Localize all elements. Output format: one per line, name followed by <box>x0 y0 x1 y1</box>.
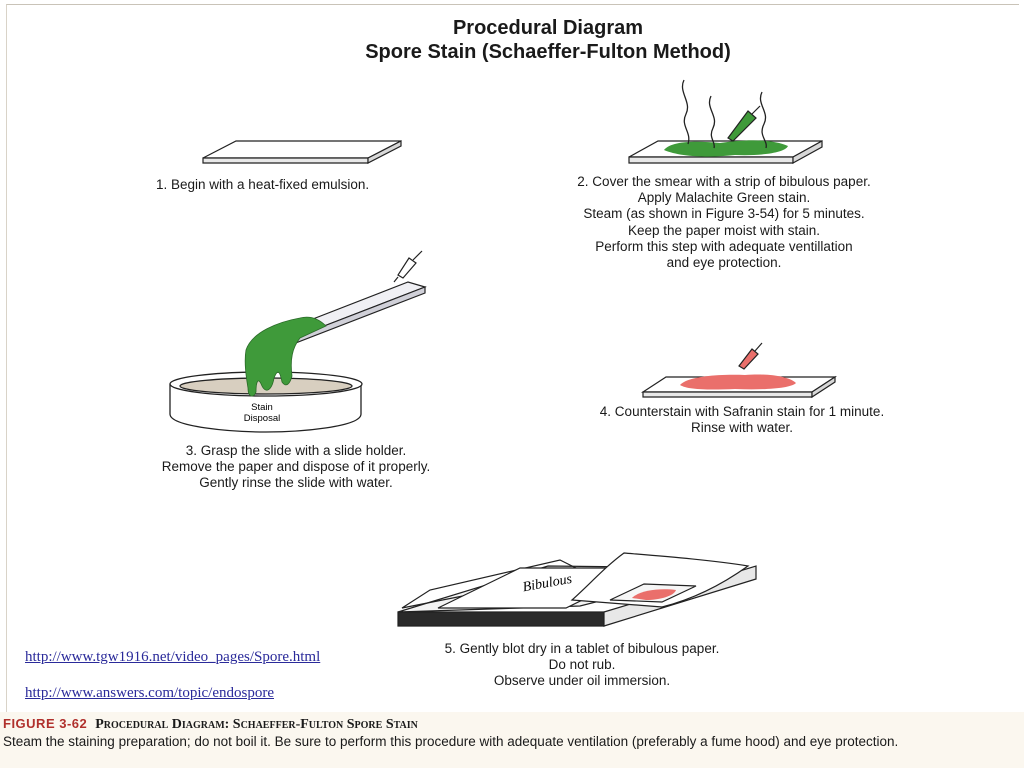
step1-caption: 1. Begin with a heat-fixed emulsion. <box>156 177 370 192</box>
safranin-stain <box>680 374 796 390</box>
steam-lines <box>681 79 767 149</box>
step2-slide <box>628 79 823 165</box>
safranin-dropper-icon <box>738 342 763 370</box>
spore-video-link[interactable]: http://www.tgw1916.net/video_pages/Spore… <box>25 649 321 665</box>
figure-number: FIGURE 3-62 <box>3 716 88 731</box>
step3-rinse <box>169 250 427 433</box>
page-frame <box>6 4 1019 713</box>
step4-slide <box>640 342 838 399</box>
figure-label: FIGURE 3-62 Procedural Diagram: Schaeffer… <box>3 716 418 733</box>
disposal-label-2: Disposal <box>244 413 280 424</box>
step3-caption: 3. Grasp the slide with a slide holder.R… <box>161 443 431 491</box>
bibulous-tablet <box>397 552 757 627</box>
rinse-dropper-icon <box>393 250 423 283</box>
disposal-label-1: Stain <box>251 402 273 413</box>
endospore-reference-link[interactable]: http://www.answers.com/topic/endospore <box>25 685 274 701</box>
figure-caption-text: Steam the staining preparation; do not b… <box>3 734 899 749</box>
diagram-title: Procedural Diagram <box>452 17 644 39</box>
figure-title: Procedural Diagram: Schaeffer-Fulton Spo… <box>95 717 418 732</box>
dripping-green-stain <box>244 316 327 397</box>
malachite-green-stain <box>664 140 788 157</box>
blotted-safranin <box>632 589 676 600</box>
step2-caption: 2. Cover the smear with a strip of bibul… <box>577 174 871 271</box>
step1-slide <box>202 140 402 164</box>
procedure-illustrations: Stain Disposal Bibulous <box>169 79 838 627</box>
diagram-subtitle: Spore Stain (Schaeffer-Fulton Method) <box>365 41 731 63</box>
figure-caption-band <box>0 712 1024 768</box>
step5-caption: 5. Gently blot dry in a tablet of bibulo… <box>444 641 720 689</box>
step4-caption: 4. Counterstain with Safranin stain for … <box>599 404 885 436</box>
dropper-icon <box>727 105 761 142</box>
